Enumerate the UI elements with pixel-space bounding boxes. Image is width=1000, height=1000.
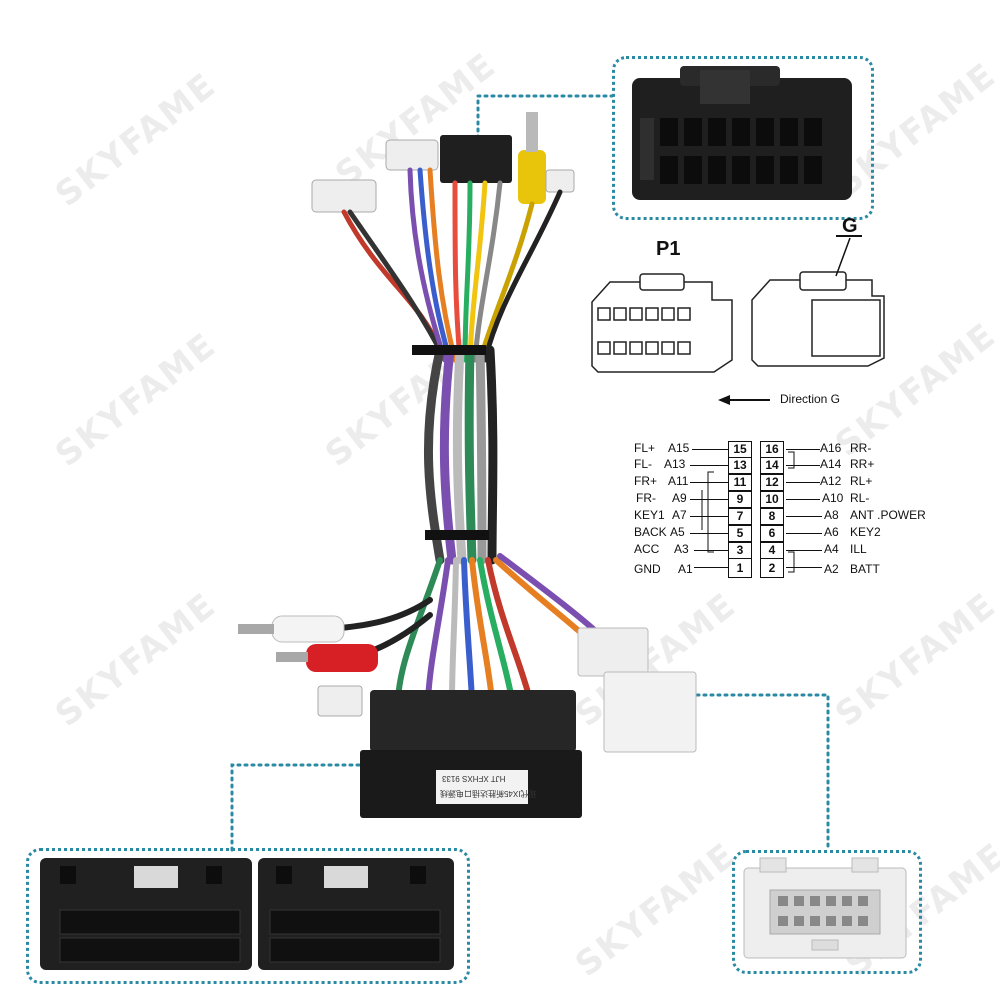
pin-signal-left: ACC <box>634 542 660 556</box>
pin-signal-right: RR- <box>850 441 872 455</box>
pin-signal-right: RL+ <box>850 474 873 488</box>
pin-number: 14 <box>760 457 784 474</box>
callout-box-bottom-right <box>732 850 922 974</box>
black-plug-top <box>440 135 512 183</box>
pin-number: 10 <box>760 491 784 508</box>
p1-label: P1 <box>656 238 681 260</box>
pin-code-right: A8 <box>824 508 839 522</box>
pin-signal-left: BACK <box>634 525 667 539</box>
pin-code-left: A3 <box>674 542 689 556</box>
pin-signal-right: ILL <box>850 542 867 556</box>
pin-number: 5 <box>728 525 752 542</box>
pin-code-right: A12 <box>820 474 842 488</box>
red-rca-plug <box>306 644 378 672</box>
pin-number: 8 <box>760 508 784 525</box>
pin-code-left: A11 <box>668 474 689 488</box>
callout-box-top <box>612 56 874 220</box>
pin-number: 2 <box>760 558 784 578</box>
pin-signal-right: RL- <box>850 491 870 505</box>
pin-signal-left: GND <box>634 562 661 576</box>
direction-label: Direction G <box>780 392 841 406</box>
pin-signal-right: BATT <box>850 562 880 576</box>
pin-code-left: A9 <box>672 491 687 505</box>
pin-code-right: A4 <box>824 542 839 556</box>
pin-code-left: A1 <box>678 562 693 576</box>
pin-code-right: A14 <box>820 457 842 471</box>
pin-signal-right: KEY2 <box>850 525 881 539</box>
pin-signal-left: FR+ <box>634 474 658 488</box>
pin-code-left: A15 <box>668 441 690 455</box>
pin-number: 6 <box>760 525 784 542</box>
pin-signal-left: FR- <box>636 491 656 505</box>
pin-code-right: A10 <box>822 491 844 505</box>
pin-code-left: A5 <box>670 525 685 539</box>
pin-number: 9 <box>728 491 752 508</box>
pin-number: 13 <box>728 457 752 474</box>
pin-signal-right: ANT .POWER <box>850 508 926 522</box>
pin-signal-right: RR+ <box>850 457 875 471</box>
pin-number: 12 <box>760 474 784 491</box>
pin-code-left: A13 <box>664 457 686 471</box>
pin-signal-left: FL+ <box>634 441 656 455</box>
yellow-rca-plug <box>518 150 546 204</box>
pin-signal-left: FL- <box>634 457 652 471</box>
pin-number: 7 <box>728 508 752 525</box>
pin-number: 11 <box>728 474 752 491</box>
callout-box-bottom-left <box>26 848 470 984</box>
black-main-plug <box>370 690 576 752</box>
pin-code-right: A2 <box>824 562 839 576</box>
pin-code-right: A6 <box>824 525 839 539</box>
pin-signal-left: KEY1 <box>634 508 665 522</box>
g-label: G <box>842 215 858 237</box>
pin-code-left: A7 <box>672 508 687 522</box>
pin-code-right: A16 <box>820 441 842 455</box>
pin-number: 1 <box>728 558 752 578</box>
